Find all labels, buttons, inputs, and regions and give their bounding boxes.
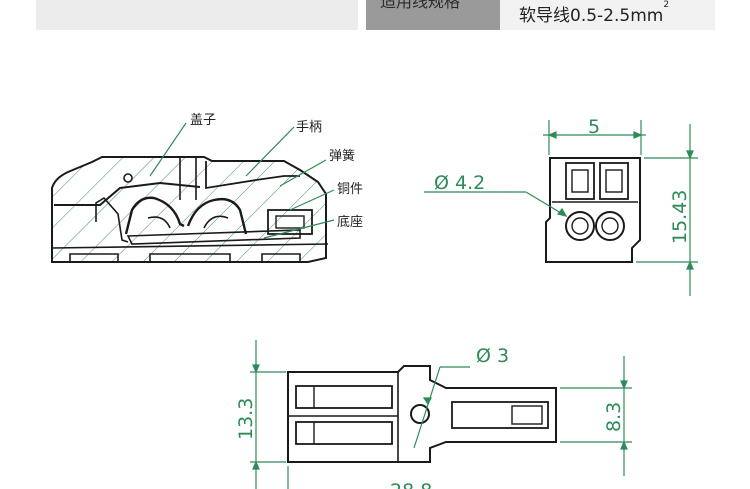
section-leaders [149, 122, 335, 239]
part-label-cover: 盖子 [190, 113, 216, 128]
spec-label-cell: 适用线规格 [366, 0, 500, 30]
bottom-outline [287, 365, 557, 463]
spring-left [124, 196, 185, 235]
pivot [123, 173, 133, 183]
bottom-hole-dim: Ø 3 [476, 345, 509, 367]
wire-hole-right [595, 211, 625, 241]
part-label-spring: 弹簧 [329, 148, 355, 164]
end-dimensions [424, 120, 698, 296]
bottom-feet [69, 253, 301, 262]
part-label-copper: 铜件 [337, 182, 363, 197]
bottom-hole [410, 404, 430, 424]
wire-entry [451, 401, 549, 429]
bottom-view [287, 365, 557, 463]
bottom-slot-bottom [295, 421, 393, 445]
spec-value-text: 软导线0.5-2.5mm [519, 6, 664, 26]
spring-right [186, 197, 248, 235]
end-height-dim: 15.43 [669, 190, 691, 244]
end-hole-dim: Ø 4.2 [434, 172, 485, 194]
header-spec-panel: 适用线规格 软导线0.5-2.5mm2 [366, 0, 715, 30]
end-outline [545, 157, 641, 263]
end-slot-left [565, 162, 595, 200]
header-left-panel [36, 0, 358, 30]
end-view [545, 157, 641, 263]
left-cavity [95, 196, 129, 243]
bottom-right-height-dim: 8.3 [603, 402, 625, 432]
part-label-base: 底座 [337, 214, 363, 230]
section-outline [51, 156, 327, 263]
inner-spring-curve [147, 215, 229, 229]
part-label-handle: 手柄 [296, 120, 322, 135]
bottom-dimensions [250, 340, 632, 489]
bottom-length-dim: 28.8 [390, 480, 432, 489]
handle-block [205, 161, 300, 190]
spec-superscript: 2 [663, 0, 670, 10]
center-post [179, 158, 197, 200]
bottom-slot-top [295, 385, 393, 409]
bottom-left-height-dim: 13.3 [235, 398, 257, 440]
section-view [51, 156, 329, 263]
base-line [51, 243, 329, 249]
end-slot-right-inner [605, 169, 623, 193]
copper-piece [126, 229, 301, 245]
end-width-dim: 5 [588, 116, 600, 138]
right-terminal-inner [275, 215, 305, 229]
spec-value: 软导线0.5-2.5mm2 [519, 0, 670, 26]
end-slot-right [599, 162, 629, 200]
wire-entry-inner [511, 405, 543, 425]
cover-line [54, 181, 201, 206]
end-slot-left-inner [571, 169, 589, 193]
wire-hole-left [565, 211, 595, 241]
spec-label: 适用线规格 [380, 0, 461, 11]
